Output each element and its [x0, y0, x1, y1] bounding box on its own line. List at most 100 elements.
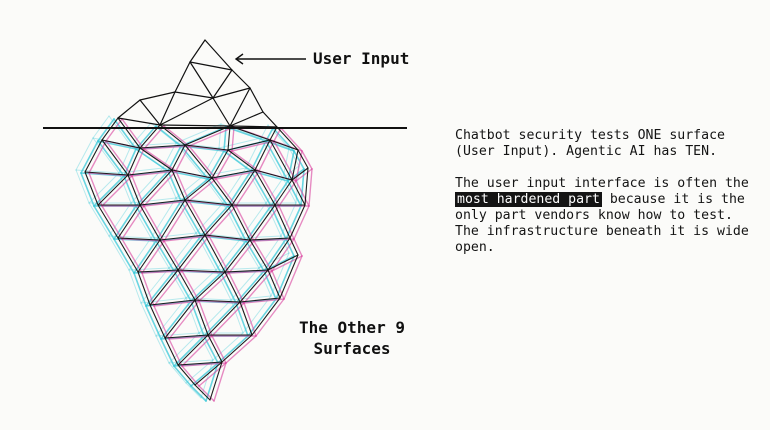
glitch-magenta-edge-29: [215, 170, 260, 180]
body-edge-70: [267, 237, 291, 271]
glitch-cyan-far-edge-61: [195, 232, 242, 239]
glitch-cyan-far-edge-90: [198, 299, 232, 334]
body-edge-41: [254, 169, 276, 206]
glitch-cyan-far-edge-42: [265, 177, 284, 204]
body-edge-19: [171, 144, 186, 171]
glitch-cyan-edge-65: [155, 240, 175, 272]
glitch-cyan-edge-98: [217, 335, 249, 364]
glitch-magenta-edge-72: [141, 270, 183, 274]
glitch-magenta-edge-1: [121, 118, 145, 150]
body-edge-92: [251, 297, 281, 336]
glitch-magenta-edge-52: [163, 200, 190, 242]
body-edge-90: [207, 301, 241, 336]
tip-edge-3: [174, 61, 191, 93]
glitch-cyan-edge-51: [135, 205, 157, 242]
body-edge-12: [227, 139, 271, 151]
glitch-cyan-far-edge-102: [185, 382, 202, 399]
glitch-magenta-edge-20: [188, 145, 217, 180]
body-edge-91: [239, 301, 253, 336]
glitch-cyan-edge-95: [160, 338, 175, 367]
glitch-magenta-edge-87: [153, 305, 170, 340]
tip-edge-19: [117, 117, 161, 126]
glitch-magenta-edge-67: [208, 235, 230, 274]
body-edge-56: [249, 204, 276, 241]
glitch-cyan-edge-24: [265, 140, 289, 182]
glitch-cyan-far-edge-57: [265, 202, 282, 237]
glitch-cyan-edge-54: [200, 205, 229, 237]
explanation-panel: Chatbot security tests ONE surface (User…: [455, 128, 755, 256]
glitch-cyan-edge-70: [263, 238, 287, 272]
glitch-cyan-far-edge-65: [150, 237, 170, 269]
body-edge-103: [209, 361, 223, 401]
glitch-cyan-far-edge-63: [108, 235, 130, 271]
glitch-cyan-far-edge-58: [280, 202, 297, 237]
glitch-cyan-edge-63: [113, 238, 135, 274]
glitch-cyan-edge-102: [190, 385, 207, 402]
body-edge-20: [184, 144, 213, 179]
glitch-cyan-far-edge-41: [245, 167, 267, 204]
body-edge-96: [177, 334, 209, 366]
glitch-cyan-far-edge-18: [130, 145, 164, 169]
glitch-cyan-far-edge-59: [108, 235, 152, 239]
body-edge-18: [139, 147, 173, 171]
glitch-magenta-edge-33: [88, 172, 103, 207]
glitch-cyan-far-edge-1: [108, 115, 132, 147]
body-edge-77: [149, 269, 179, 306]
glitch-magenta-edge-22: [231, 150, 260, 172]
glitch-magenta-edge-27: [131, 170, 177, 177]
body-edge-22: [227, 149, 256, 171]
body-edge-45: [139, 199, 186, 206]
glitch-cyan-far-edge-34: [88, 172, 120, 204]
body-edge-50: [117, 204, 141, 239]
iceberg-diagram: [43, 39, 407, 402]
body-edge-33: [84, 171, 99, 206]
glitch-cyan-edge-78: [173, 270, 192, 302]
glitch-magenta-edge-31: [295, 168, 313, 182]
glitch-magenta-edge-0: [105, 118, 123, 142]
tip-edge-1: [204, 39, 233, 71]
tip-edge-14: [159, 97, 214, 126]
glitch-magenta-edge-42: [278, 180, 297, 207]
glitch-cyan-edge-3: [155, 125, 182, 147]
glitch-magenta-edge-12: [231, 140, 275, 152]
glitch-magenta-edge-16: [105, 140, 133, 177]
body-edge-36: [139, 169, 173, 206]
glitch-magenta-edge-86: [243, 298, 285, 304]
glitch-cyan-edge-53: [180, 200, 202, 237]
body-edge-21: [211, 149, 229, 179]
glitch-cyan-far-edge-50: [108, 202, 132, 237]
body-edge-64: [137, 239, 161, 273]
body-edge-16: [101, 139, 129, 176]
body-edge-52: [159, 199, 186, 241]
glitch-magenta-edge-55: [235, 205, 255, 242]
paragraph-2-intro: The user input interface is often the: [455, 176, 749, 191]
glitch-magenta-edge-100: [181, 365, 200, 387]
glitch-cyan-far-edge-78: [168, 267, 187, 299]
body-edge-60: [159, 234, 206, 241]
glitch-cyan-far-edge-14: [288, 147, 300, 167]
glitch-cyan-far-edge-16: [92, 137, 120, 174]
glitch-cyan-far-edge-15: [75, 137, 94, 171]
body-edge-53: [184, 199, 206, 236]
other-surfaces-label-line2: Surfaces: [313, 339, 391, 358]
body-edge-42: [274, 179, 293, 206]
glitch-cyan-edge-6: [225, 126, 267, 142]
glitch-magenta-edge-97: [211, 335, 227, 364]
glitch-magenta-edge-10: [143, 145, 190, 150]
glitch-magenta-edge-38: [188, 178, 217, 202]
body-edge-100: [177, 364, 196, 386]
glitch-magenta-edge-24: [273, 140, 297, 182]
body-edge-76: [137, 271, 151, 306]
body-edge-34: [97, 174, 129, 206]
glitch-cyan-edge-4: [180, 126, 227, 147]
glitch-cyan-far-edge-92: [242, 295, 272, 334]
glitch-cyan-edge-18: [135, 148, 169, 172]
glitch-cyan-far-edge-80: [215, 269, 232, 301]
body-edge-17: [127, 147, 141, 176]
body-edge-26: [84, 171, 129, 176]
body-edge-66: [177, 234, 206, 271]
body-edge-11: [184, 144, 229, 151]
glitch-magenta-edge-65: [163, 240, 183, 272]
glitch-cyan-edge-57: [270, 205, 287, 240]
glitch-cyan-edge-42: [270, 180, 289, 207]
